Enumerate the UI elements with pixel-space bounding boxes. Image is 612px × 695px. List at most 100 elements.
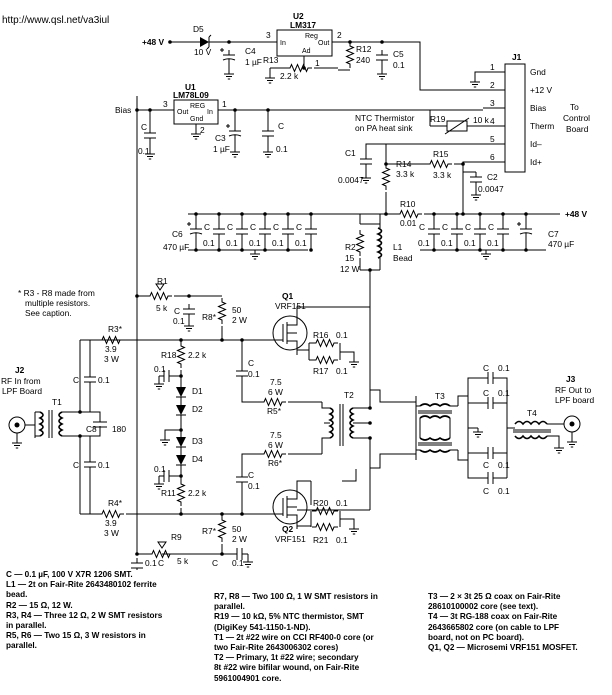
r11-resistor xyxy=(177,479,185,507)
r12-resistor xyxy=(346,41,354,69)
r11-ref: R11 xyxy=(161,488,176,498)
r17-resistor xyxy=(311,356,339,364)
r7-value: 50 xyxy=(232,524,242,534)
r13-value: 2.2 k xyxy=(280,71,299,81)
u1-pin3: 3 xyxy=(163,99,168,109)
r1-value: 5 k xyxy=(156,303,168,313)
r5-resistor xyxy=(259,398,287,406)
j1-pin-label: Id– xyxy=(530,139,542,149)
decoupling-capacitor: C0.1 xyxy=(272,212,295,252)
j1-pin-num: 6 xyxy=(490,152,495,162)
j1-pin-label: Therm xyxy=(530,121,554,131)
c-t3-mid2-value: 0.1 xyxy=(498,460,510,470)
c-bias-right-ref: C xyxy=(278,121,284,131)
r4-power: 3 W xyxy=(104,528,119,538)
note-q: Q1, Q2 — Microsemi VRF151 MOSFET. xyxy=(428,643,578,653)
r8-ref: R8* xyxy=(202,312,217,322)
u2-reg: Reg xyxy=(305,33,318,40)
r4-resistor xyxy=(97,510,125,518)
c1-ref: C1 xyxy=(345,148,356,158)
decoupling-capacitor: C0.1 xyxy=(226,212,249,252)
d1-diode xyxy=(175,383,187,401)
c-t3-mid1-ref: C xyxy=(483,388,489,398)
t4-ref: T4 xyxy=(527,408,537,418)
c-gate-top-ref: C xyxy=(73,375,79,385)
c2-value: 0.0047 xyxy=(478,184,504,194)
rail-48v-top: +48 V xyxy=(142,37,165,47)
r3-value: 3.9 xyxy=(105,344,117,354)
decoupling-bank-left: C0.1C0.1C0.1C0.1C0.1 xyxy=(186,212,318,252)
u1-gnd: Gnd xyxy=(190,116,203,123)
u1-ref: U1 xyxy=(185,82,196,92)
r17-ref: R17 xyxy=(313,366,329,376)
c-r7-ref: C xyxy=(212,558,218,568)
r20-resistor xyxy=(311,507,339,515)
j1-pin-label: +12 V xyxy=(530,85,553,95)
rail-48v-right: +48 V xyxy=(565,209,588,219)
j1-pin-num: 5 xyxy=(490,134,495,144)
r12-value: 240 xyxy=(356,55,370,65)
u2-pin3: 3 xyxy=(266,30,271,40)
u2-out: Out xyxy=(318,40,329,47)
r5-value: 7.5 xyxy=(270,377,282,387)
side-note-1: * R3 - R8 made from xyxy=(18,288,95,298)
note-t1: T1 — 2t #22 wire on CCI RF400-0 core (or… xyxy=(214,632,374,653)
c-r9-capacitor xyxy=(130,557,144,570)
c-d-bot-value: 0.1 xyxy=(154,464,166,474)
c-r7-value: 0.1 xyxy=(232,558,244,568)
decoupling-value: 0.1 xyxy=(272,238,284,248)
r6-value: 7.5 xyxy=(270,430,282,440)
r3-ref: R3* xyxy=(108,324,123,334)
note-t4: T4 — 3t RG-188 coax on Fair-Rite 2643665… xyxy=(428,612,560,642)
r1-potentiometer xyxy=(145,292,173,300)
r18-resistor xyxy=(177,341,185,369)
u2-regulator xyxy=(276,29,333,57)
r14-value: 3.3 k xyxy=(396,169,415,179)
j2-ref: J2 xyxy=(15,365,25,375)
c4-value: 1 µF xyxy=(245,57,262,67)
c-d-top-value: 0.1 xyxy=(154,364,166,374)
c5-capacitor xyxy=(375,49,389,67)
c8-value: 180 xyxy=(112,424,126,434)
r2-value: 15 xyxy=(345,253,355,263)
u1-out: Out xyxy=(177,109,188,116)
r5-power: 6 W xyxy=(268,387,283,397)
j1-pin-num: 3 xyxy=(490,98,495,108)
decoupling-capacitor xyxy=(516,212,533,252)
note-r5r6: R5, R6 — Two 15 Ω, 3 W resistors in para… xyxy=(6,631,146,651)
l1-ref: L1 xyxy=(393,242,403,252)
u1-pin1: 1 xyxy=(222,99,227,109)
u1-pin2: 2 xyxy=(200,125,205,135)
c7-value: 470 µF xyxy=(548,239,574,249)
notes-col-2: R7, R8 — Two 100 Ω, 1 W SMT resistors in… xyxy=(214,592,426,684)
c-t3-top xyxy=(482,371,500,385)
q2-ref: Q2 xyxy=(282,524,294,534)
u2-adj: Ad xyxy=(302,48,311,55)
j1-title-3: Board xyxy=(566,124,589,134)
u2-pin2: 2 xyxy=(337,30,342,40)
decoupling-ref: C xyxy=(488,222,494,232)
decoupling-value: 0.1 xyxy=(418,238,430,248)
r16-value: 0.1 xyxy=(336,330,348,340)
decoupling-ref: C xyxy=(465,222,471,232)
decoupling-value: 0.1 xyxy=(226,238,238,248)
c-t3-mid2 xyxy=(482,446,500,460)
note-t2: T2 — Primary, 1t #22 wire; secondary 8t … xyxy=(214,653,360,683)
note-r2: R2 — 15 Ω, 12 W. xyxy=(6,600,73,610)
r13-ref: R13 xyxy=(263,55,279,65)
c-bias-left-ref: C xyxy=(141,122,147,132)
r7-resistor xyxy=(218,515,226,543)
j1-pin-label: Bias xyxy=(530,103,546,113)
c-t3-top-value: 0.1 xyxy=(498,363,510,373)
q1-ref: Q1 xyxy=(282,291,294,301)
r14-resistor xyxy=(382,163,390,191)
j1-pin-2: 2+12 V xyxy=(483,80,553,95)
r5-ref: R5* xyxy=(267,406,282,416)
c-gate-bot-value: 0.1 xyxy=(98,460,110,470)
decoupling-value: 0.1 xyxy=(464,238,476,248)
decoupling-capacitor: C0.1 xyxy=(441,212,464,252)
j3-ref: J3 xyxy=(566,374,576,384)
j1-title-1: To xyxy=(570,102,579,112)
decoupling-ref: C xyxy=(419,222,425,232)
